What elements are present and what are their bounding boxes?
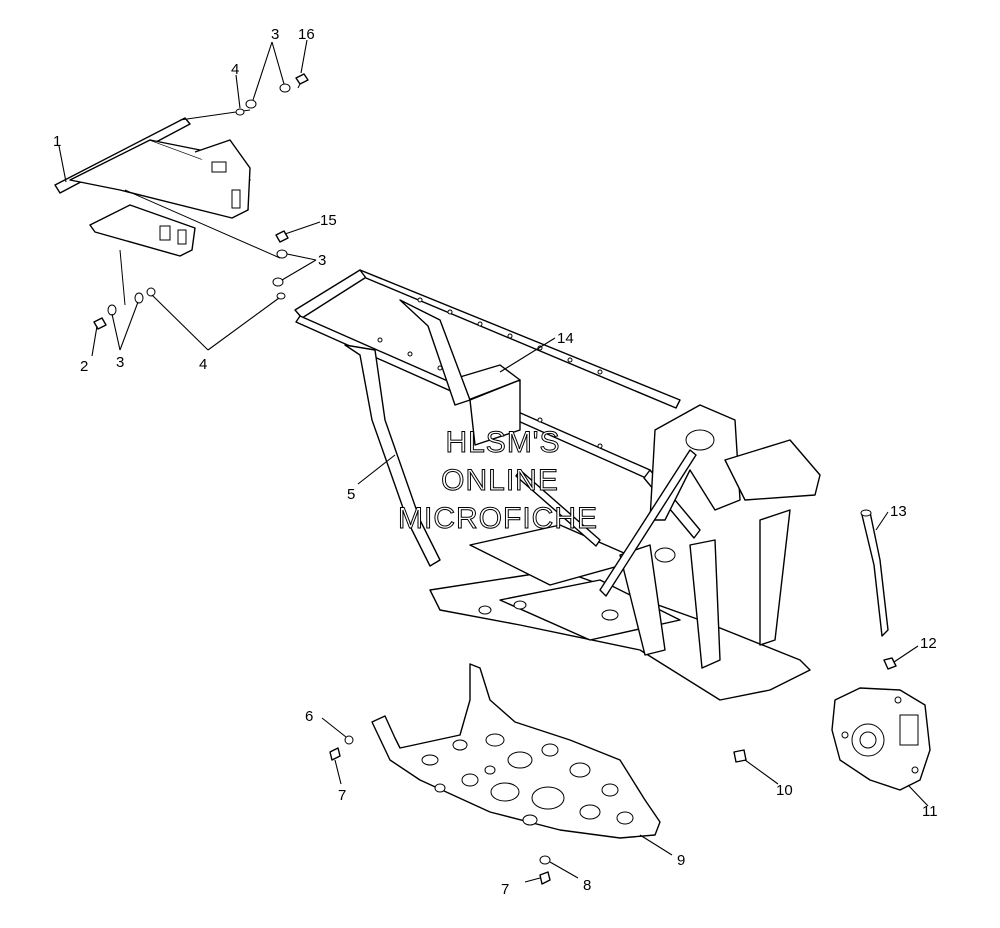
hardware (93, 73, 897, 885)
callout-2: 2 (80, 358, 88, 375)
callout-12: 12 (920, 635, 937, 652)
callout-9: 9 (677, 852, 685, 869)
callout-10: 10 (776, 782, 793, 799)
main-frame (294, 269, 821, 701)
watermark-line-1: HLSM'S (445, 426, 560, 459)
watermark: HLSM'S ONLINE MICROFICHE (398, 426, 598, 536)
callout-15: 15 (320, 212, 337, 229)
leader-lines (58, 39, 929, 883)
gear-case (831, 687, 931, 791)
callout-labels: 1 2 3 3 3 4 4 5 6 7 7 8 9 10 11 12 13 14… (53, 26, 938, 898)
vent-hose (860, 509, 889, 637)
front-bracket-assembly (54, 109, 281, 306)
callout-7-bottom: 7 (501, 881, 509, 898)
callout-3-left: 3 (116, 354, 124, 371)
callout-14: 14 (557, 330, 574, 347)
callout-16: 16 (298, 26, 315, 43)
callout-4-top: 4 (231, 61, 239, 78)
callout-8: 8 (583, 877, 591, 894)
watermark-line-3: MICROFICHE (398, 502, 598, 535)
callout-13: 13 (890, 503, 907, 520)
callout-7-mid: 7 (338, 787, 346, 804)
skid-plate (371, 663, 661, 839)
callout-11: 11 (922, 803, 938, 820)
callout-6: 6 (305, 708, 313, 725)
watermark-line-2: ONLINE (441, 464, 559, 497)
callout-1: 1 (53, 133, 61, 150)
callout-5: 5 (347, 486, 355, 503)
callout-3-mid: 3 (318, 252, 326, 269)
callout-3-top: 3 (271, 26, 279, 43)
callout-4-left: 4 (199, 356, 207, 373)
